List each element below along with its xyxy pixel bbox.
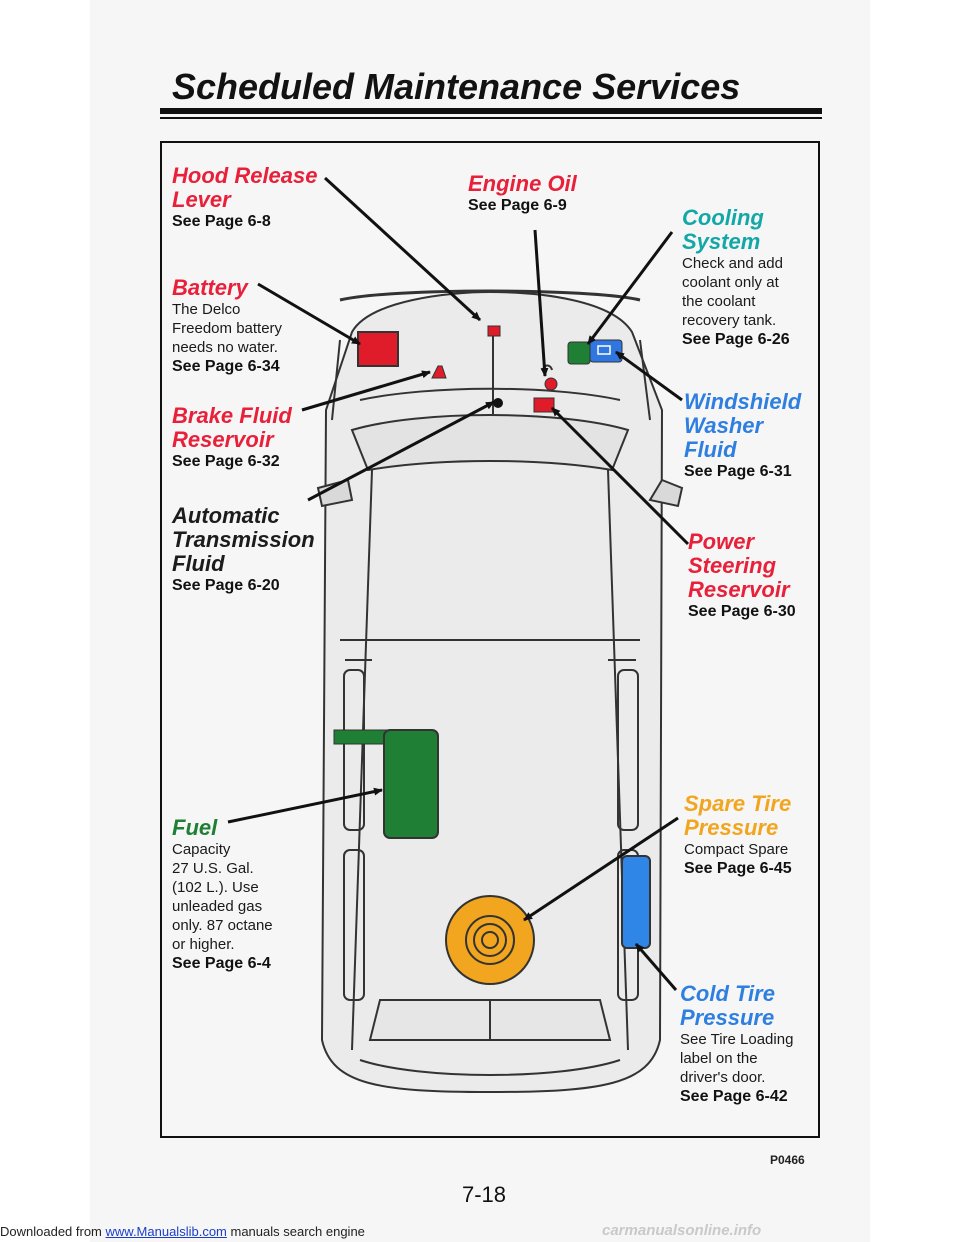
label-engine-oil-see: See Page 6-9 [468, 197, 567, 214]
label-fuel-title: Fuel [172, 815, 218, 840]
label-cold-tire-title: Cold Tire Pressure [680, 981, 775, 1030]
manualslib-link[interactable]: www.Manualslib.com [105, 1224, 227, 1239]
label-cooling-title: Cooling System [682, 205, 764, 254]
label-hood-release-see: See Page 6-8 [172, 213, 271, 230]
label-hood-release-title: Hood Release Lever [172, 163, 318, 212]
label-fuel-desc: Capacity 27 U.S. Gal. (102 L.). Use unle… [172, 841, 273, 953]
label-power-steering-see: See Page 6-30 [688, 603, 796, 620]
label-cooling-see: See Page 6-26 [682, 331, 790, 348]
label-cold-tire: Cold Tire Pressure See Tire Loading labe… [680, 982, 793, 1107]
page-number: 7-18 [462, 1182, 507, 1207]
label-brake-fluid-see: See Page 6-32 [172, 453, 280, 470]
power-steering-component [533, 397, 555, 413]
label-brake-fluid-title: Brake Fluid Reservoir [172, 403, 292, 452]
label-battery-title: Battery [172, 275, 248, 300]
label-transmission-see: See Page 6-20 [172, 577, 280, 594]
label-battery-desc: The Delco Freedom battery needs no water… [172, 301, 283, 356]
transmission-dipstick-component [493, 398, 503, 408]
download-footer: Downloaded from www.Manualslib.com manua… [0, 1224, 365, 1239]
label-spare-tire-desc: Compact Spare [684, 841, 789, 858]
footer-suffix: manuals search engine [226, 1224, 365, 1239]
label-hood-release: Hood Release Lever See Page 6-8 [172, 164, 318, 232]
label-washer-see: See Page 6-31 [684, 463, 792, 480]
label-cold-tire-desc: See Tire Loading label on the driver's d… [680, 1031, 794, 1086]
spare-tire-component [445, 895, 535, 985]
hood-release-component [487, 325, 501, 337]
label-cooling-desc: Check and add coolant only at the coolan… [682, 255, 783, 329]
right-mirror [648, 478, 684, 508]
oil-cap-component [544, 377, 558, 391]
label-transmission-title: Automatic Transmission Fluid [172, 503, 315, 576]
label-spare-tire: Spare Tire Pressure Compact Spare See Pa… [684, 792, 792, 879]
leader-arrows [227, 176, 690, 991]
label-fuel: Fuel Capacity 27 U.S. Gal. (102 L.). Use… [172, 816, 273, 974]
title-rule [160, 108, 822, 114]
label-transmission: Automatic Transmission Fluid See Page 6-… [172, 504, 315, 596]
label-washer: Windshield Washer Fluid See Page 6-31 [684, 390, 801, 482]
label-battery-see: See Page 6-34 [172, 358, 280, 375]
cold-tire-component [621, 855, 651, 949]
washer-tank-component [589, 339, 623, 363]
label-power-steering: Power Steering Reservoir See Page 6-30 [688, 530, 796, 622]
art-code: P0466 [770, 1153, 805, 1167]
title-rule-thin [160, 117, 822, 119]
footer-prefix: Downloaded from [0, 1224, 106, 1239]
label-spare-tire-title: Spare Tire Pressure [684, 791, 792, 840]
page-title: Scheduled Maintenance Services [172, 66, 741, 107]
brake-reservoir-component [431, 365, 447, 379]
diagram-frame [160, 141, 820, 1138]
label-power-steering-title: Power Steering Reservoir [688, 529, 790, 602]
label-cold-tire-see: See Page 6-42 [680, 1088, 788, 1105]
label-battery: Battery The Delco Freedom battery needs … [172, 276, 282, 377]
label-cooling: Cooling System Check and add coolant onl… [682, 206, 790, 350]
label-engine-oil-title: Engine Oil [468, 171, 577, 196]
label-fuel-see: See Page 6-4 [172, 955, 271, 972]
label-engine-oil: Engine Oil See Page 6-9 [468, 172, 577, 216]
van-body [320, 289, 664, 1094]
label-spare-tire-see: See Page 6-45 [684, 860, 792, 877]
watermark: carmanualsonline.info [602, 1222, 762, 1239]
battery-component [357, 331, 399, 367]
coolant-tank-component [567, 341, 591, 365]
label-washer-title: Windshield Washer Fluid [684, 389, 802, 462]
label-brake-fluid: Brake Fluid Reservoir See Page 6-32 [172, 404, 292, 472]
fuel-tank-component [383, 729, 439, 839]
